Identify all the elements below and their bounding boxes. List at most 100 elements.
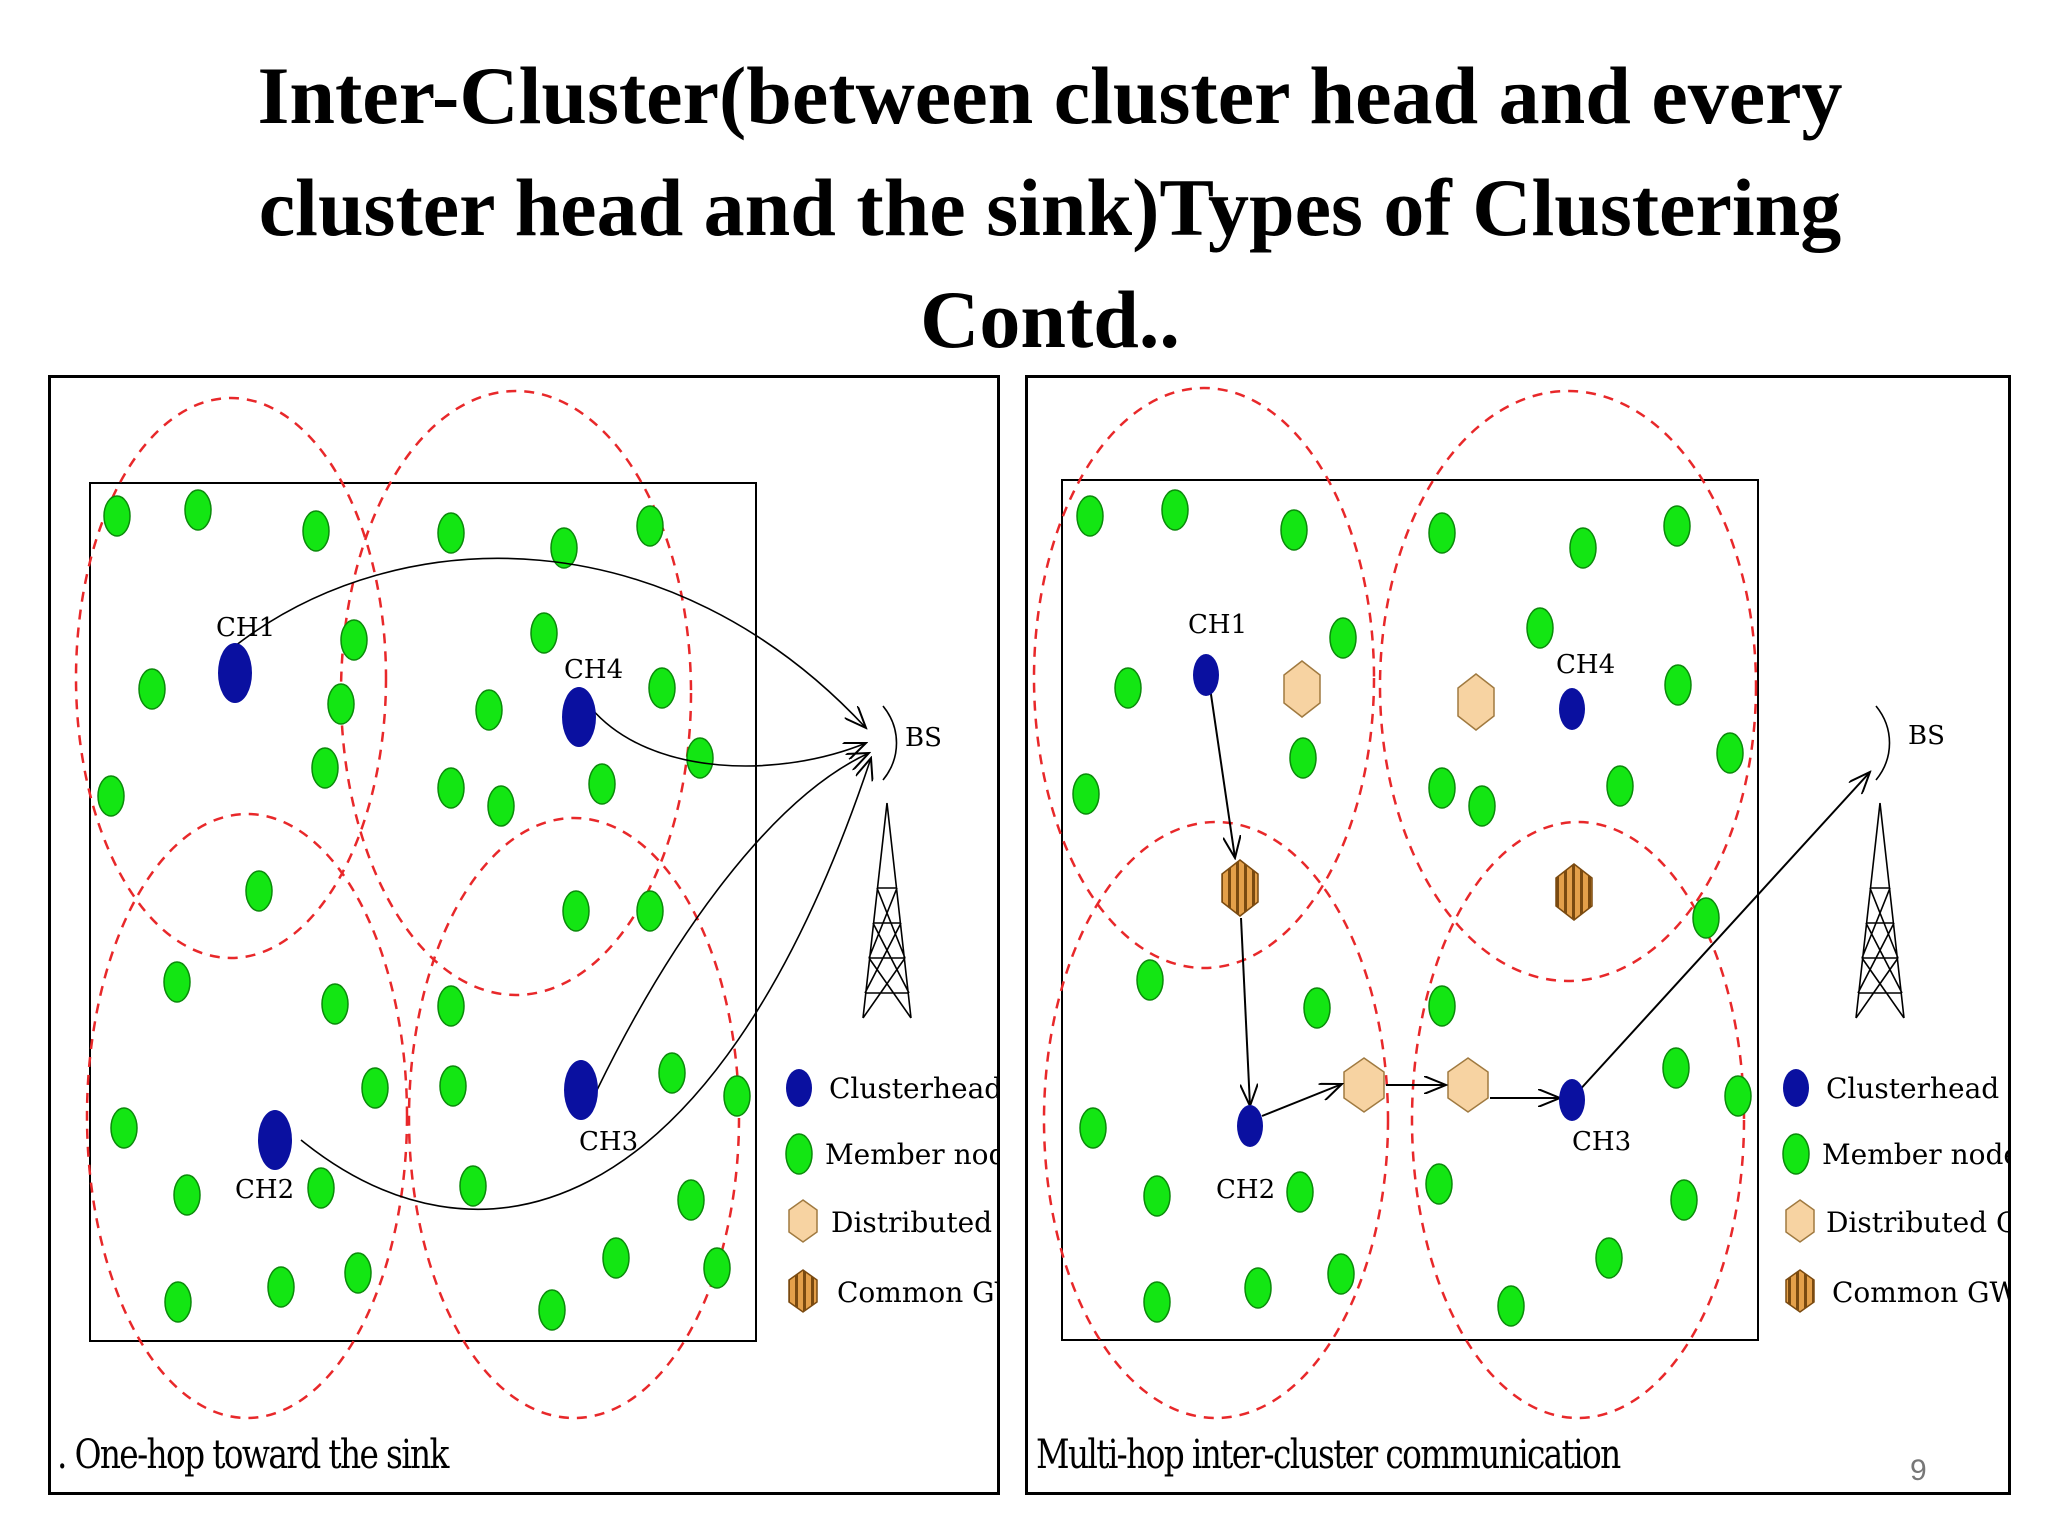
member-node — [1595, 1237, 1623, 1279]
member-node — [1161, 489, 1189, 531]
clusterhead-node — [562, 687, 596, 747]
member-node — [1143, 1281, 1171, 1323]
legend-distributed-gw-label: Distributed GW — [1826, 1206, 2008, 1239]
member-node — [658, 1052, 686, 1094]
member-node — [1606, 765, 1634, 807]
legend-member-icon — [1782, 1133, 1810, 1175]
legend-clusterhead-label: Clusterhead — [1826, 1072, 1999, 1105]
member-node — [1663, 505, 1691, 547]
member-node — [1428, 767, 1456, 809]
member-node — [437, 985, 465, 1027]
clusterhead-node — [1237, 1105, 1263, 1147]
member-nodes — [97, 489, 751, 1331]
legend-clusterhead-icon — [1783, 1069, 1809, 1107]
cluster-boundary — [85, 812, 409, 1420]
ch3-label: CH3 — [579, 1127, 638, 1157]
one-hop-diagram: CH1 CH4 CH3 CH2 BS Clusterhead Member no… — [74, 389, 997, 1420]
sensor-field-boundary — [1061, 479, 1759, 1341]
member-node — [1244, 1267, 1272, 1309]
clusterhead-nodes — [218, 643, 598, 1170]
common-gateways — [1221, 859, 1593, 921]
member-node — [302, 510, 330, 552]
cluster-boundary — [1378, 389, 1758, 983]
member-node — [361, 1067, 389, 1109]
multi-hop-diagram-panel: CH1 CH4 CH3 CH2 BS Clusterhead Member no… — [1025, 375, 2011, 1495]
member-node — [550, 527, 578, 569]
sensor-field-boundary — [89, 482, 757, 1342]
ch3-label: CH3 — [1572, 1127, 1631, 1157]
legend-common-gw-icon — [1785, 1269, 1815, 1313]
member-node — [1428, 985, 1456, 1027]
member-node — [1143, 1175, 1171, 1217]
diagram-caption: . One-hop toward the sink — [57, 1432, 449, 1478]
legend-member-label: Member node — [825, 1138, 997, 1171]
distributed-gw-node — [1457, 673, 1495, 731]
member-node — [1072, 773, 1100, 815]
member-node — [530, 612, 558, 654]
multi-hop-arrows — [1207, 673, 1870, 1117]
member-node — [1497, 1285, 1525, 1327]
ch2-label: CH2 — [1216, 1175, 1275, 1205]
title-line-2: cluster head and the sink)Types of Clust… — [258, 162, 1842, 253]
cluster-boundary — [1032, 386, 1376, 970]
member-node — [340, 619, 368, 661]
member-node — [1428, 512, 1456, 554]
ch1-label: CH1 — [216, 613, 275, 643]
member-node — [562, 890, 590, 932]
ch2-to-bs-arrow — [300, 758, 871, 1211]
uplink-arrows — [234, 557, 871, 1211]
clusterhead-node — [218, 643, 252, 703]
ch4-label: CH4 — [564, 655, 623, 685]
member-node — [459, 1165, 487, 1207]
cluster-boundaries — [1032, 386, 1758, 1420]
clusterhead-labels: CH1 CH4 CH3 CH2 — [1188, 610, 1631, 1205]
member-node — [475, 689, 503, 731]
member-node — [1468, 785, 1496, 827]
member-node — [1425, 1163, 1453, 1205]
member-node — [103, 495, 131, 537]
member-node — [1692, 897, 1720, 939]
member-node — [1329, 617, 1357, 659]
legend-common-gw-label: Common GW — [837, 1276, 997, 1309]
clusterhead-node — [1559, 1079, 1585, 1121]
member-node — [1662, 1047, 1690, 1089]
distributed-gw-node — [1343, 1057, 1385, 1113]
member-node — [97, 775, 125, 817]
cluster-boundary — [407, 816, 741, 1420]
legend-common-gw-icon — [788, 1269, 818, 1313]
member-node — [1280, 509, 1308, 551]
clusterhead-node — [1559, 688, 1585, 730]
cluster-boundary — [74, 396, 388, 960]
legend-distributed-gw-icon — [788, 1199, 818, 1243]
clusterhead-node — [564, 1060, 598, 1120]
legend-distributed-gw-label: Distributed GW — [831, 1206, 997, 1239]
multi-hop-diagram: CH1 CH4 CH3 CH2 BS Clusterhead Member no… — [1032, 386, 2008, 1420]
common-gw-node — [1221, 859, 1259, 917]
member-node — [1526, 607, 1554, 649]
base-station-label: BS — [905, 723, 942, 753]
title-line-3: Contd.. — [920, 274, 1180, 365]
member-node — [110, 1107, 138, 1149]
member-node — [1076, 495, 1104, 537]
ch3-to-bs-arrow — [596, 753, 869, 1091]
member-node — [588, 763, 616, 805]
member-node — [1114, 667, 1142, 709]
ch2-label: CH2 — [235, 1175, 294, 1205]
member-node — [636, 505, 664, 547]
member-node — [1664, 664, 1692, 706]
cluster-boundary — [1410, 820, 1746, 1420]
tower-icon — [862, 802, 912, 1019]
member-node — [538, 1289, 566, 1331]
cluster-boundary — [1042, 820, 1390, 1420]
member-node — [307, 1167, 335, 1209]
member-node — [636, 890, 664, 932]
member-node — [686, 737, 714, 779]
title-line-1: Inter-Cluster(between cluster head and e… — [257, 50, 1843, 141]
member-node — [321, 983, 349, 1025]
legend-member-icon — [785, 1133, 813, 1175]
member-node — [602, 1237, 630, 1279]
legend: Clusterhead Member node Distributed GW C… — [1782, 1069, 2008, 1313]
page-number: 9 — [1910, 1454, 1927, 1487]
member-node — [1724, 1075, 1752, 1117]
ch1-to-common-gw-arrow — [1207, 673, 1235, 858]
